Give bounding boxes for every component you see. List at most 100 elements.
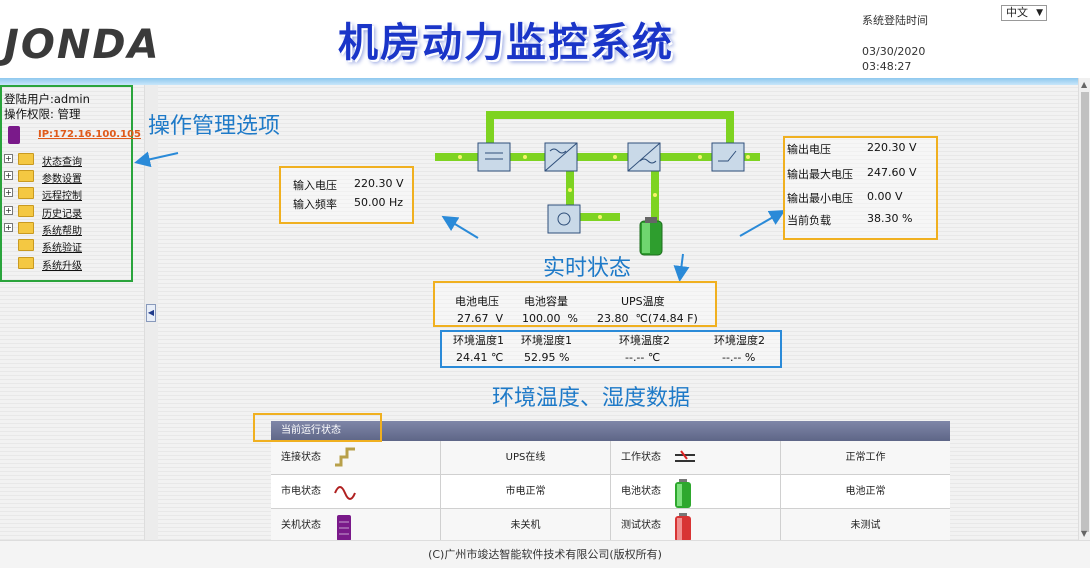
env-temp2-label: 环境温度2 xyxy=(619,334,670,347)
shutdown-status-value: 未关机 xyxy=(441,509,611,543)
input-filter-icon xyxy=(477,142,511,172)
output-switch-icon xyxy=(711,142,745,172)
work-status-value: 正常工作 xyxy=(845,452,886,463)
output-min-voltage-label: 输出最小电压 xyxy=(787,192,853,205)
vertical-scrollbar[interactable]: ▲ ▼ xyxy=(1078,78,1090,540)
table-row: 关机状态 未关机 测试状态 未测试 xyxy=(271,509,950,543)
login-time: 03:48:27 xyxy=(862,60,912,73)
arrow-icon xyxy=(134,151,179,168)
table-cell: 工作状态 xyxy=(611,441,781,475)
env-temp2-value: --.-- ℃ xyxy=(625,351,661,364)
battery-voltage-value: 27.67 V xyxy=(457,312,504,325)
folder-icon xyxy=(18,187,34,199)
charger-icon xyxy=(547,204,581,234)
ups-flow-diagram xyxy=(435,111,760,256)
login-user: 登陆用户:admin xyxy=(4,92,90,106)
permission-level: 操作权限: 管理 xyxy=(4,107,81,121)
expand-icon[interactable]: + xyxy=(4,223,13,232)
connection-status-label: 连接状态 xyxy=(281,452,321,463)
ups-temperature-value: 23.80 ℃(74.84 F) xyxy=(597,312,698,325)
sidebar-item-label[interactable]: 历史记录 xyxy=(42,209,82,220)
footer-copyright: (C)广州市竣达智能软件技术有限公司(版权所有) xyxy=(0,540,1090,568)
sidebar: 登陆用户:admin 操作权限: 管理 IP:172.16.100.105 + … xyxy=(0,85,144,540)
environment-panel xyxy=(440,330,782,368)
folder-icon xyxy=(18,170,34,182)
env-temp1-label: 环境温度1 xyxy=(453,334,504,347)
current-load-value: 38.30 % xyxy=(867,212,913,225)
rectifier-icon xyxy=(544,142,578,172)
page-title: 机房动力监控系统 xyxy=(338,20,674,66)
table-row: 连接状态 UPS在线 工作状态 正常工作 xyxy=(271,441,950,475)
scrollbar-thumb[interactable] xyxy=(1081,92,1089,532)
battery-panel xyxy=(433,281,717,327)
battery-status-value: 电池正常 xyxy=(845,486,886,497)
output-max-voltage-label: 输出最大电压 xyxy=(787,168,853,181)
connection-status-value: UPS在线 xyxy=(441,441,611,475)
top-divider-bar xyxy=(0,78,1078,85)
scroll-down-icon[interactable]: ▼ xyxy=(1081,529,1088,538)
env-humidity2-label: 环境湿度2 xyxy=(714,334,765,347)
battery-capacity-value: 100.00 % xyxy=(522,312,578,325)
table-cell: 关机状态 xyxy=(271,509,441,543)
server-icon xyxy=(337,515,351,541)
header: JONDA 机房动力监控系统 系统登陆时间 03/30/2020 03:48:2… xyxy=(0,0,1090,78)
mains-status-label: 市电状态 xyxy=(281,486,321,497)
expand-icon[interactable]: + xyxy=(4,154,13,163)
battery-red-icon xyxy=(675,513,691,542)
login-time-label: 系统登陆时间 xyxy=(862,14,928,27)
output-min-voltage-value: 0.00 V xyxy=(867,190,903,203)
battery-green-icon xyxy=(675,479,691,508)
expand-icon[interactable]: + xyxy=(4,206,13,215)
table-cell: 电池状态 xyxy=(611,475,781,509)
env-humidity1-label: 环境湿度1 xyxy=(521,334,572,347)
arrow-icon xyxy=(441,215,479,239)
table-row: 市电状态 市电正常 电池状态 电池正常 xyxy=(271,475,950,509)
sidebar-item-label[interactable]: 状态查询 xyxy=(42,157,82,168)
expand-icon[interactable]: + xyxy=(4,188,13,197)
status-title-highlight xyxy=(253,413,382,442)
folder-icon xyxy=(18,239,34,251)
env-humidity2-value: --.-- % xyxy=(722,351,756,364)
output-voltage-label: 输出电压 xyxy=(787,143,831,156)
current-load-label: 当前负载 xyxy=(787,214,831,227)
server-icon xyxy=(8,126,20,144)
sidebar-item-label[interactable]: 参数设置 xyxy=(42,174,82,185)
user-panel: 登陆用户:admin 操作权限: 管理 IP:172.16.100.105 + … xyxy=(0,85,141,282)
input-voltage-value: 220.30 V xyxy=(354,177,404,190)
battery-voltage-label: 电池电压 xyxy=(455,295,499,308)
ac-wave-icon xyxy=(334,486,356,500)
sidebar-item-label[interactable]: 系统升级 xyxy=(42,261,82,272)
login-date: 03/30/2020 xyxy=(862,45,926,58)
sidebar-item-label[interactable]: 系统帮助 xyxy=(42,226,82,237)
output-voltage-value: 220.30 V xyxy=(867,141,917,154)
arrow-icon xyxy=(673,253,690,282)
inverter-icon xyxy=(627,142,661,172)
sidebar-item-label[interactable]: 远程控制 xyxy=(42,191,82,202)
annotation-menu-options: 操作管理选项 xyxy=(148,114,281,139)
company-logo: JONDA xyxy=(4,22,161,68)
expand-icon[interactable]: + xyxy=(4,171,13,180)
language-select[interactable]: 中文 ▼ xyxy=(1001,5,1047,21)
status-table: 当前运行状态 连接状态 UPS在线 工作状态 正常工作 市电状态 市电正常 电池… xyxy=(271,421,950,543)
scroll-up-icon[interactable]: ▲ xyxy=(1081,80,1088,89)
arrow-icon xyxy=(739,210,786,237)
battery-status-label: 电池状态 xyxy=(621,486,661,497)
chevron-down-icon: ▼ xyxy=(1036,8,1043,18)
language-value: 中文 xyxy=(1006,6,1028,19)
folder-icon xyxy=(18,153,34,165)
output-panel xyxy=(783,136,938,240)
mains-status-value: 市电正常 xyxy=(441,475,611,509)
ip-link[interactable]: IP:172.16.100.105 xyxy=(38,129,141,140)
input-frequency-label: 输入频率 xyxy=(293,198,337,211)
env-temp1-value: 24.41 ℃ xyxy=(456,351,504,364)
ups-temperature-label: UPS温度 xyxy=(621,295,665,308)
work-status-icon xyxy=(675,450,695,462)
battery-capacity-label: 电池容量 xyxy=(524,295,568,308)
table-cell: 测试状态 xyxy=(611,509,781,543)
shutdown-status-label: 关机状态 xyxy=(281,520,321,531)
collapse-sidebar-button[interactable]: ◀ xyxy=(146,304,156,322)
work-status-label: 工作状态 xyxy=(621,452,661,463)
env-humidity1-value: 52.95 % xyxy=(524,351,570,364)
folder-icon xyxy=(18,205,34,217)
sidebar-item-label[interactable]: 系统验证 xyxy=(42,243,82,254)
